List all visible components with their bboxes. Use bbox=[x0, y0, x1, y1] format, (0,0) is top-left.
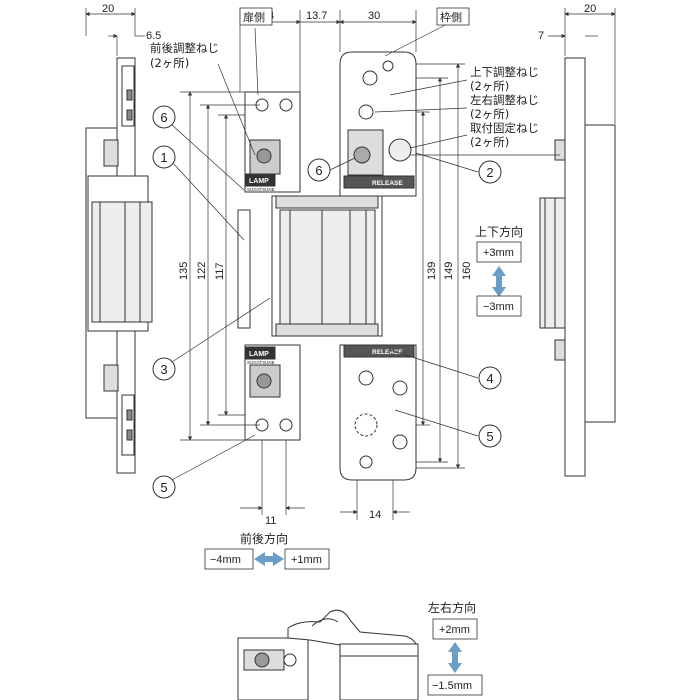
dim-160: 160 bbox=[461, 262, 473, 280]
frontback-arrow-icon bbox=[254, 552, 284, 566]
leftright-adjust: 左右方向 +2mm −1.5mm bbox=[427, 600, 483, 696]
bottom-top-view bbox=[237, 609, 419, 700]
callout-5-right: 5 bbox=[486, 429, 493, 444]
callout-numbers: 6 1 3 5 6 2 4 5 bbox=[160, 110, 493, 495]
callout-4-circle bbox=[478, 366, 502, 390]
dim-139: 139 bbox=[426, 262, 438, 280]
callout-3: 3 bbox=[160, 362, 167, 377]
dim-135: 135 bbox=[178, 262, 190, 280]
callout-4: 4 bbox=[486, 371, 493, 386]
callout-2-circle bbox=[478, 160, 502, 184]
plate-lamp-text-bottom: LAMP bbox=[249, 351, 269, 358]
frame-side-label: 枠側 bbox=[440, 10, 462, 24]
callout-6-center-circle bbox=[307, 158, 331, 182]
front-back-screw-label: 前後調整ねじ bbox=[150, 41, 219, 55]
dim-149: 149 bbox=[443, 262, 455, 280]
dim-117: 117 bbox=[214, 262, 226, 280]
dim-top-left-20: 20 bbox=[102, 3, 114, 15]
callout-3-circle bbox=[152, 357, 176, 381]
dim-7: 7 bbox=[538, 30, 544, 42]
left-side-view bbox=[85, 57, 153, 474]
frame-side-plate bbox=[339, 51, 417, 481]
frontback-minus: −4mm bbox=[210, 554, 241, 566]
leader-lines bbox=[171, 19, 560, 481]
dim-122: 122 bbox=[196, 262, 208, 280]
callout-5-left: 5 bbox=[160, 480, 167, 495]
updown-minus: −3mm bbox=[483, 301, 514, 313]
leftright-title: 左右方向 bbox=[428, 600, 476, 615]
updown-screw-label: 上下調整ねじ bbox=[470, 65, 539, 79]
dim-30: 30 bbox=[368, 10, 380, 22]
plate-sugatsune-text-top: SUGATSUNE bbox=[247, 187, 275, 192]
callout-1-circle bbox=[152, 145, 176, 169]
dim-6-5: 6.5 bbox=[146, 30, 161, 42]
part-labels: 扉側 枠側 前後調整ねじ (2ヶ所) 上下調整ねじ (2ヶ所) 左右調整ねじ (… bbox=[150, 7, 539, 149]
plate-lamp-text-top: LAMP bbox=[249, 178, 269, 185]
callout-6-left: 6 bbox=[160, 110, 167, 125]
leftright-screw-label: 左右調整ねじ bbox=[470, 93, 539, 107]
updown-title: 上下方向 bbox=[475, 224, 523, 239]
callout-6-left-circle bbox=[152, 105, 176, 129]
mount-screw-label: 取付固定ねじ bbox=[470, 121, 539, 135]
updown-arrow-icon bbox=[492, 266, 506, 297]
dim-11: 11 bbox=[265, 515, 276, 527]
leftright-arrow-icon bbox=[448, 642, 462, 673]
right-side-view bbox=[539, 57, 616, 477]
frontback-title: 前後方向 bbox=[240, 531, 288, 546]
updown-adjust: 上下方向 +3mm −3mm bbox=[475, 224, 523, 317]
callout-6-center: 6 bbox=[315, 163, 322, 178]
frontback-plus: +1mm bbox=[291, 554, 322, 566]
updown-plus: +3mm bbox=[483, 247, 514, 259]
plate-release-text-top: RELEASE bbox=[372, 180, 403, 187]
callout-1: 1 bbox=[160, 150, 167, 165]
plate-sugatsune-text-bottom: SUGATSUNE bbox=[247, 360, 275, 365]
hinge-body bbox=[271, 195, 383, 337]
door-side-label: 扉側 bbox=[243, 11, 265, 24]
dim-top-right-20: 20 bbox=[584, 3, 596, 15]
front-back-screw-count: (2ヶ所) bbox=[150, 56, 189, 70]
callout-2: 2 bbox=[486, 165, 493, 180]
mount-screw-count: (2ヶ所) bbox=[470, 135, 509, 149]
callout-5-left-circle bbox=[152, 475, 176, 499]
leftright-minus: −1.5mm bbox=[432, 680, 472, 692]
leftright-screw-count: (2ヶ所) bbox=[470, 107, 509, 121]
callouts bbox=[152, 105, 502, 499]
callout-5-right-circle bbox=[478, 424, 502, 448]
updown-screw-count: (2ヶ所) bbox=[470, 79, 509, 93]
door-side-plate bbox=[237, 91, 301, 441]
dim-13-7: 13.7 bbox=[306, 10, 327, 22]
dim-14: 14 bbox=[369, 509, 381, 521]
frontback-adjust: 前後方向 −4mm +1mm bbox=[204, 531, 330, 570]
leftright-plus: +2mm bbox=[439, 624, 470, 636]
plate-release-text-bottom: RELEASE bbox=[372, 349, 403, 356]
